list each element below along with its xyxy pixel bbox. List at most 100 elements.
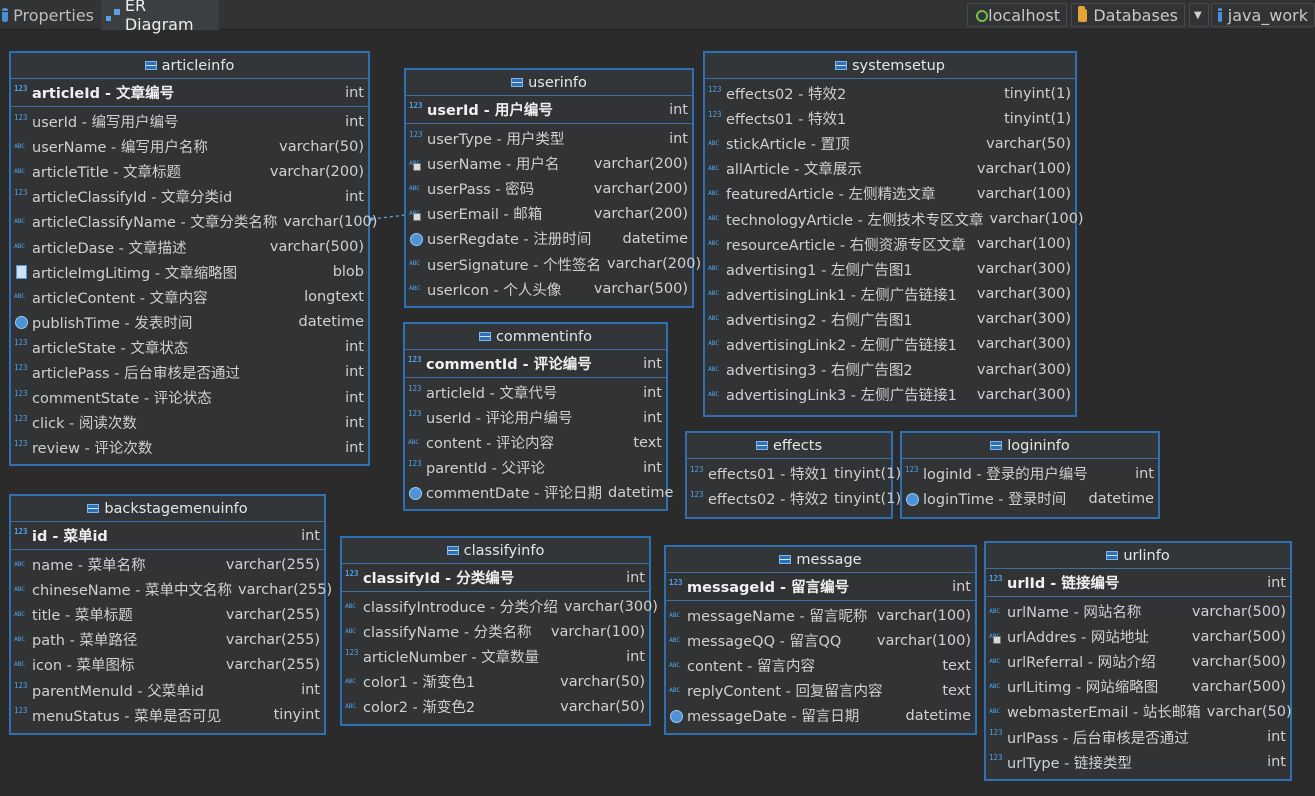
relationship-line[interactable]: [368, 212, 408, 222]
table-header[interactable]: backstagemenuinfo: [11, 496, 324, 522]
tab-er-diagram[interactable]: ER Diagram: [101, 0, 219, 34]
databases-selector[interactable]: Databases: [1071, 3, 1185, 27]
table-header[interactable]: classifyinfo: [342, 538, 649, 564]
connection-selector[interactable]: localhost: [967, 3, 1067, 27]
table-message[interactable]: messagemessageId - 留言编号intmessageName - …: [664, 545, 977, 735]
table-header[interactable]: message: [666, 547, 975, 573]
table-effects[interactable]: effectseffects01 - 特效1tinyint(1)effects0…: [685, 431, 901, 519]
table-commentinfo[interactable]: commentinfocommentId - 评论编号intarticleId …: [403, 322, 673, 511]
table-backstagemenuinfo[interactable]: backstagemenuinfoid - 菜单idintname - 菜单名称…: [9, 494, 332, 735]
table-classifyinfo[interactable]: classifyinfoclassifyId - 分类编号intclassify…: [340, 536, 658, 726]
table-header[interactable]: commentinfo: [405, 324, 666, 350]
tab-properties[interactable]: Properties: [0, 0, 100, 30]
database-selector[interactable]: java_work: [1211, 3, 1315, 27]
table-header[interactable]: urlinfo: [986, 543, 1290, 569]
table-header[interactable]: userinfo: [406, 70, 692, 96]
table-urlinfo[interactable]: urlinfourlId - 链接编号inturlName - 网站名称varc…: [984, 541, 1292, 781]
table-header[interactable]: articleinfo: [11, 53, 368, 79]
table-userinfo[interactable]: userinfouserId - 用户编号intuserType - 用户类型i…: [404, 68, 701, 308]
table-header[interactable]: systemsetup: [705, 53, 1075, 79]
table-systemsetup[interactable]: systemsetupeffects02 - 特效2tinyint(1)effe…: [703, 51, 1084, 417]
table-articleinfo[interactable]: articleinfoarticleId - 文章编号intuserId - 编…: [9, 51, 377, 466]
table-header[interactable]: logininfo: [902, 433, 1158, 459]
databases-dropdown-button[interactable]: ▼: [1189, 3, 1209, 27]
table-header[interactable]: effects: [687, 433, 891, 459]
